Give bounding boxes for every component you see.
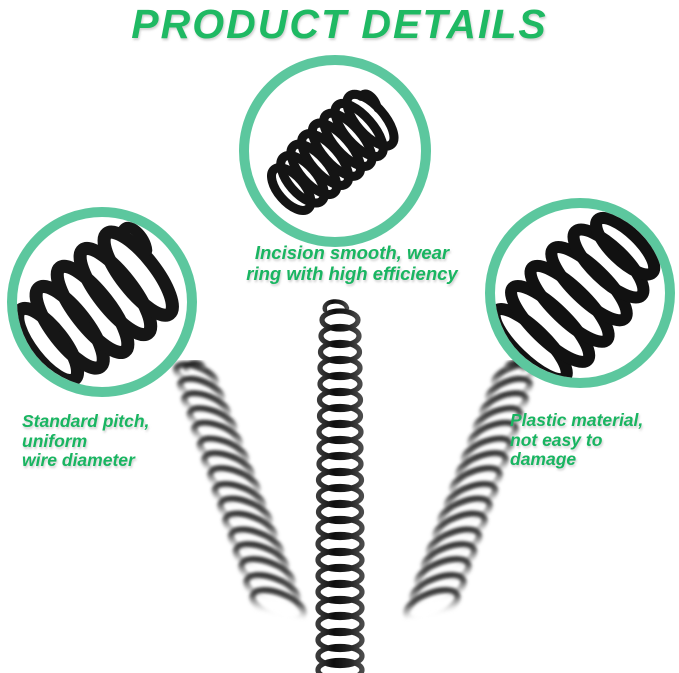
- right-tilted-spring: [403, 360, 538, 624]
- coil-spring-zigzag-icon: [495, 211, 661, 378]
- center-coil-spring: [315, 299, 365, 673]
- callout-circle-left[interactable]: [7, 207, 197, 397]
- callout-label-left: Standard pitch, uniform wire diameter: [22, 411, 150, 471]
- coil-spring-closeup-icon: [17, 221, 179, 387]
- coil-spring-diagonal-icon: [267, 89, 399, 215]
- callout-label-top: Incision smooth, wear ring with high eff…: [246, 242, 458, 284]
- page-title: PRODUCT DETAILS: [131, 1, 548, 47]
- callout-label-right: Plastic material, not easy to damage: [510, 410, 644, 470]
- callout-circle-right[interactable]: [485, 198, 675, 388]
- callout-circle-top[interactable]: [239, 55, 431, 247]
- left-tilted-spring: [172, 360, 307, 624]
